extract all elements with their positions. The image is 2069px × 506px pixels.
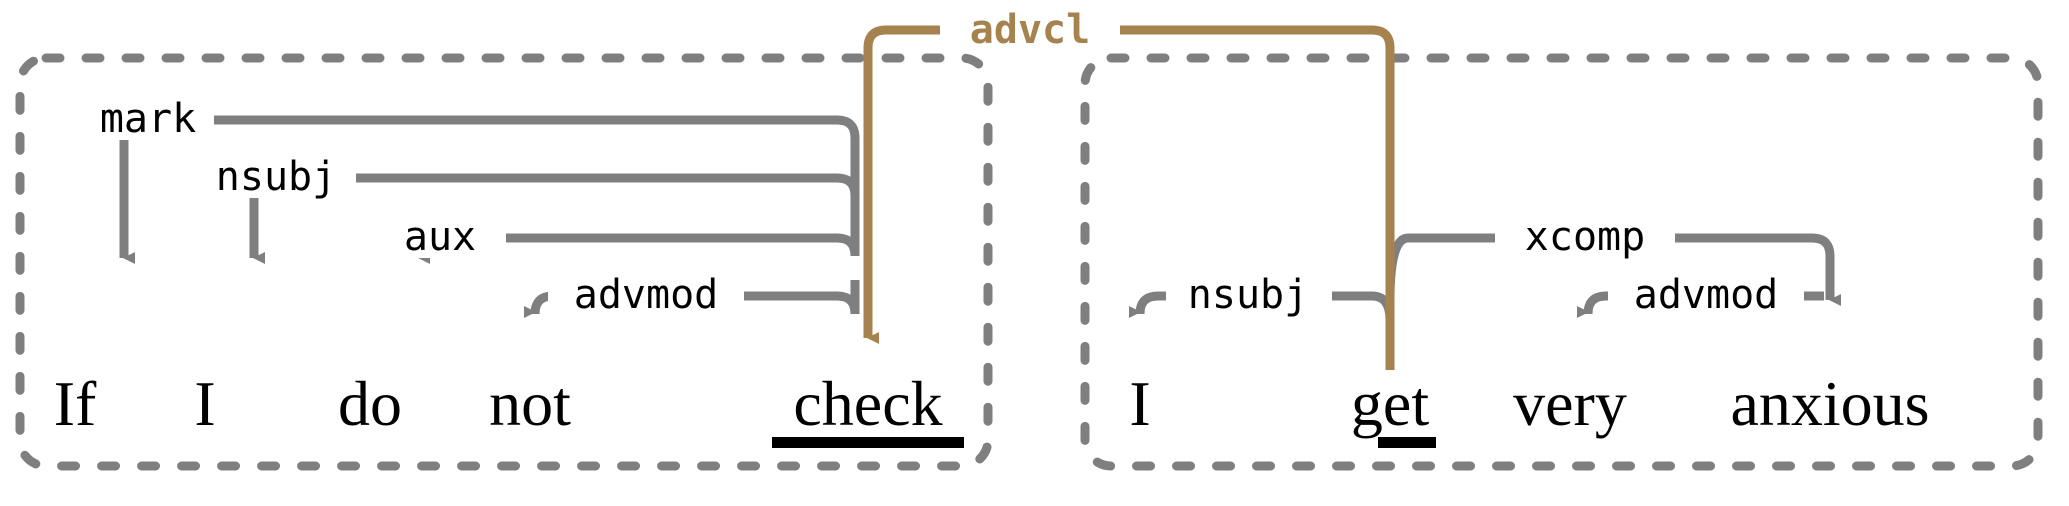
arc-label-mark: mark: [100, 96, 196, 142]
arc-label-nsubj-2: nsubj: [1188, 272, 1308, 318]
clause-box-1: [15, 53, 993, 471]
arc-advmod-2-path: [1577, 291, 1824, 318]
arc-aux: aux: [386, 214, 860, 264]
token-do: do: [338, 368, 402, 439]
token-anxious: anxious: [1730, 368, 1929, 439]
arc-label-aux: aux: [404, 214, 476, 260]
token-check-underline: [772, 437, 964, 448]
arc-nsubj-1: nsubj: [196, 154, 860, 264]
arc-advcl-path: [863, 25, 1395, 370]
arc-label-advmod-1: advmod: [574, 272, 719, 318]
arc-advmod-1: advmod: [524, 272, 860, 318]
arc-label-advmod-2: advmod: [1634, 272, 1779, 318]
arc-nsubj-2: nsubj: [1129, 272, 1395, 321]
arc-label-nsubj-1: nsubj: [216, 154, 336, 200]
token-i-1: I: [194, 368, 215, 439]
arc-label-advcl: advcl: [970, 7, 1090, 53]
token-check: check: [793, 368, 942, 439]
token-if: If: [54, 368, 97, 439]
token-get-underline: [1378, 437, 1436, 448]
arc-label-xcomp: xcomp: [1525, 214, 1645, 260]
token-very: very: [1513, 368, 1627, 439]
token-i-2: I: [1129, 368, 1150, 439]
arc-advmod-2: advmod: [1577, 272, 1824, 318]
clause-box-2: [1080, 53, 2043, 471]
token-not: not: [489, 368, 571, 439]
token-get: get: [1351, 368, 1429, 439]
arc-mark: mark: [82, 96, 860, 264]
arc-advcl: advcl: [863, 7, 1395, 370]
